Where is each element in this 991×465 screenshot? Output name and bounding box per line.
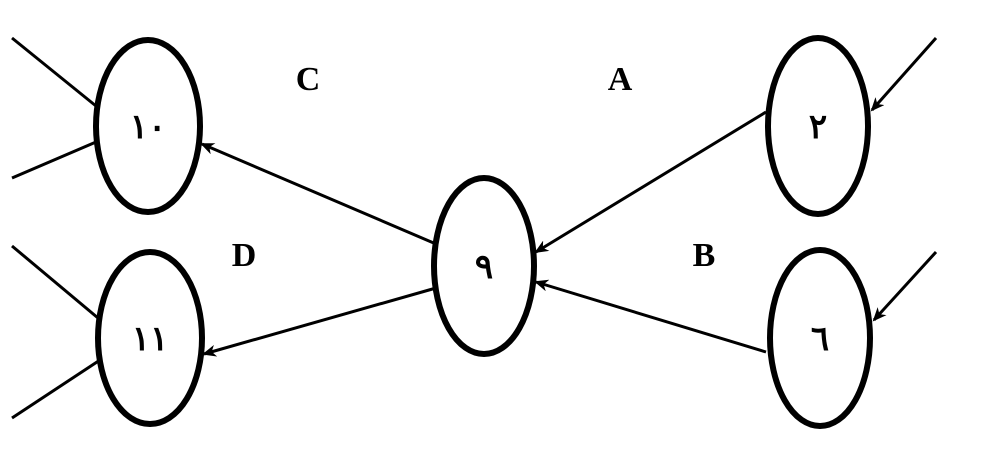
edge-2-to-9 xyxy=(534,110,767,254)
outgoing-line-10-lower xyxy=(11,140,97,180)
outgoing-line-11-upper xyxy=(11,244,99,320)
outgoing-line-11-lower xyxy=(11,358,101,420)
node-6-label: ٦ xyxy=(811,319,829,359)
edge-label-a: A xyxy=(608,61,633,98)
incoming-arrow-6 xyxy=(872,250,938,322)
edge-6-to-9 xyxy=(534,279,767,354)
node-9-label: ٩ xyxy=(475,247,493,287)
edge-label-b: B xyxy=(693,237,716,274)
node-2: ٢ xyxy=(765,35,871,217)
node-9: ٩ xyxy=(431,175,537,357)
node-6: ٦ xyxy=(767,247,873,429)
outgoing-line-10-upper xyxy=(11,36,97,108)
node-2-label: ٢ xyxy=(809,107,827,147)
node-11-label: ١١ xyxy=(132,319,169,359)
edge-9-to-11 xyxy=(202,286,437,357)
edge-label-d: D xyxy=(232,237,257,274)
edge-label-c: C xyxy=(296,61,321,98)
node-10: ١٠ xyxy=(93,37,203,215)
node-10-label: ١٠ xyxy=(130,107,167,147)
node-11: ١١ xyxy=(95,249,205,427)
incoming-arrow-2 xyxy=(870,37,938,112)
edge-9-to-10 xyxy=(200,142,437,246)
